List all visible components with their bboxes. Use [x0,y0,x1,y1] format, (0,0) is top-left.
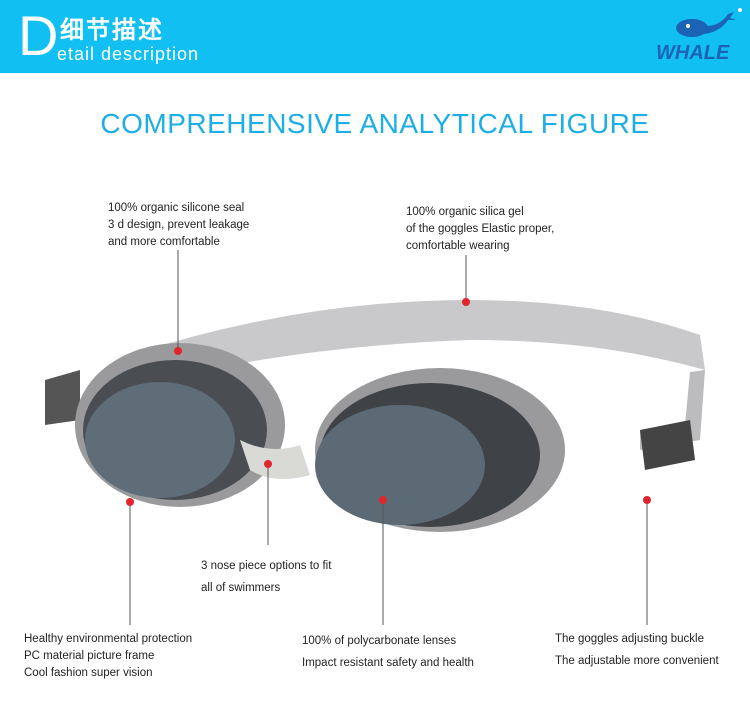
leader-lines [129,250,648,625]
annotation-strap: 100% organic silica gel of the goggles E… [406,204,554,255]
marker-dots [126,298,651,506]
annotation-line: 100% organic silicone seal [108,202,245,214]
header-title-cn: 细节描述 [60,17,164,44]
annotation-nose: 3 nose piece options to fit all of swimm… [201,555,331,599]
header-banner: D 细节描述 etail description WHALE [0,0,750,73]
annotation-line: 3 d design, prevent leakage [108,219,250,231]
annotation-lens: 100% of polycarbonate lenses Impact resi… [302,630,474,674]
annotation-line: 100% organic silica gel [406,206,524,218]
whale-logo-icon [676,8,742,37]
annotation-line: 100% of polycarbonate lenses [302,635,457,647]
annotation-line: Impact resistant safety and health [302,657,474,669]
figure-title: COMPREHENSIVE ANALYTICAL FIGURE [100,108,650,139]
goggles-illustration [45,300,705,532]
annotation-line: of the goggles Elastic proper, [406,223,555,235]
header-big-letter: D [18,4,59,67]
annotation-line: all of swimmers [201,582,281,594]
annotation-line: 3 nose piece options to fit [201,560,332,572]
annotation-line: Cool fashion super vision [24,667,153,679]
annotation-line: The goggles adjusting buckle [555,633,704,645]
annotation-line: PC material picture frame [24,650,155,662]
header-title-en: etail description [57,44,200,64]
annotation-line: The adjustable more convenient [555,655,719,667]
annotation-line: and more comfortable [108,236,220,248]
logo-text: WHALE [656,42,730,64]
annotation-seal: 100% organic silicone seal 3 d design, p… [108,200,249,251]
annotation-buckle: The goggles adjusting buckle The adjusta… [555,628,719,672]
annotation-line: comfortable wearing [406,240,510,252]
annotation-line: Healthy environmental protection [24,633,193,645]
annotation-frame: Healthy environmental protection PC mate… [24,631,192,682]
